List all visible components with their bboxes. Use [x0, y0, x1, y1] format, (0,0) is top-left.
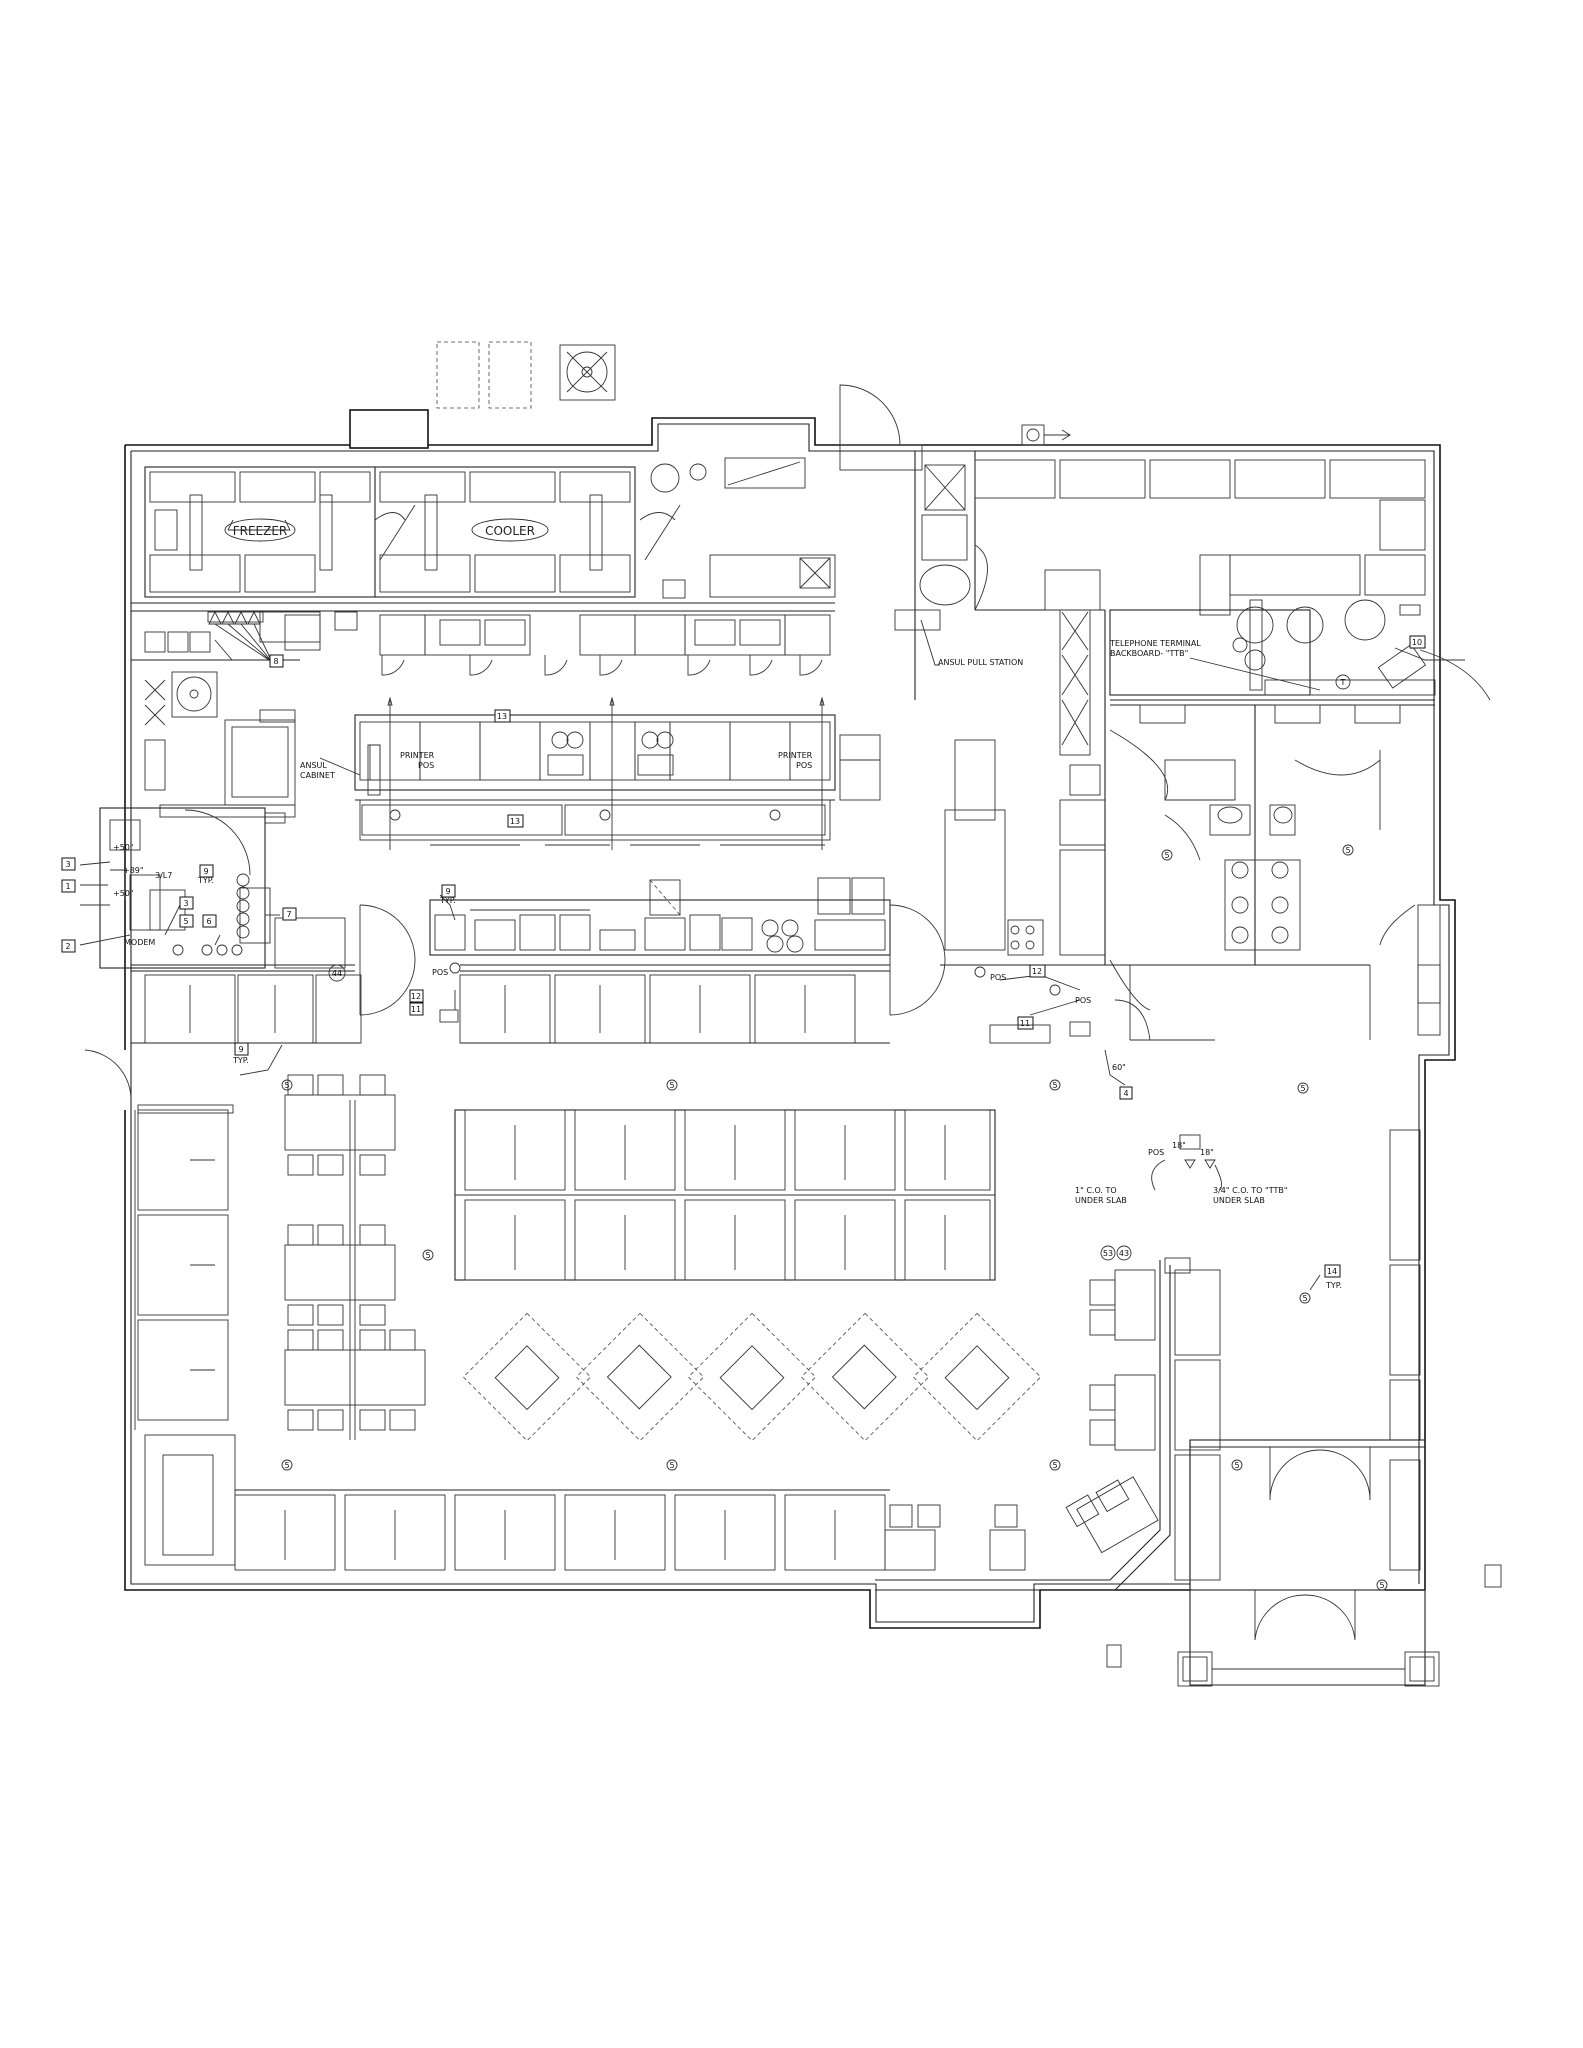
front-service-line: [429, 877, 891, 956]
cleanout-2-line1: 3/4" C.O. TO "TTB": [1213, 1186, 1288, 1195]
four-top-tables: [462, 1312, 1042, 1442]
keynote-tag: 9: [238, 1045, 243, 1054]
typ-label: TYP.: [197, 876, 214, 885]
outlet-label: 5: [1052, 1461, 1057, 1470]
outlet-label: 5: [1379, 1581, 1384, 1590]
cleanout-2-line2: UNDER SLAB: [1213, 1196, 1265, 1205]
restrooms: [1105, 599, 1491, 1041]
keynote-tag: 5: [183, 917, 188, 926]
keynote-tag: 13: [497, 712, 507, 721]
equipment-tag: 43: [1119, 1249, 1129, 1258]
keynote-tag: 7: [286, 910, 291, 919]
walk-in-area: FREEZER COOLER: [144, 466, 681, 598]
exterior-walls: [124, 417, 1456, 1687]
outlet-label: 5: [1345, 846, 1350, 855]
reference-label: 3/L7: [155, 871, 172, 880]
cook-line: [354, 696, 881, 850]
equipment-tag: T: [1340, 678, 1346, 687]
keynote-tag: 3: [183, 899, 188, 908]
cleanout-1-line1: 1" C.O. TO: [1075, 1186, 1117, 1195]
keynote-tag: 11: [411, 1005, 421, 1014]
cleanout-1-line2: UNDER SLAB: [1075, 1196, 1127, 1205]
dimension-label: 18": [1200, 1148, 1214, 1157]
outlet-label: 5: [669, 1081, 674, 1090]
kitchen: [99, 451, 1426, 1044]
keynote-tag: 13: [510, 817, 520, 826]
outlet-label: 5: [284, 1081, 289, 1090]
printer-pos-left-line1: PRINTER: [400, 751, 435, 760]
exterior-equipment: [349, 341, 1502, 1668]
dining-area: [84, 1049, 1425, 1641]
keynote-tag: 14: [1327, 1267, 1337, 1276]
pos-symbols: [439, 962, 1216, 1169]
counter-row: [131, 904, 946, 1044]
keynote-tag: 2: [65, 942, 70, 951]
keynote-tag: 10: [1412, 638, 1422, 647]
keynote-tag: 11: [1020, 1019, 1030, 1028]
bar-counter: [875, 1129, 1425, 1641]
ansul-pull-station-label: ANSUL PULL STATION: [938, 658, 1023, 667]
keynote-tag: 8: [273, 657, 278, 666]
typ-label: TYP.: [439, 896, 456, 905]
dimension-label: +50": [113, 889, 134, 898]
keynote-tag: 9: [203, 867, 208, 876]
keynote-tag: 4: [1123, 1089, 1128, 1098]
dimension-label: 18": [1172, 1141, 1186, 1150]
outlet-label: 5: [1234, 1461, 1239, 1470]
pos-label: POS: [1075, 996, 1091, 1005]
keynote-tag: 3: [65, 860, 70, 869]
cooler-label: COOLER: [485, 524, 535, 538]
printer-pos-left-line2: POS: [418, 761, 434, 770]
equipment-tag: 44: [332, 969, 342, 978]
ansul-tags: [207, 610, 321, 663]
outlet-label: 5: [1164, 851, 1169, 860]
freezer-label: FREEZER: [233, 524, 288, 538]
printer-pos-right-line2: POS: [796, 761, 812, 770]
outlet-label: 5: [1300, 1084, 1305, 1093]
outlet-label: 5: [1052, 1081, 1057, 1090]
ansul-cabinet-label-line1: ANSUL: [300, 761, 327, 770]
telephone-label-line1: TELEPHONE TERMINAL: [1109, 639, 1201, 648]
printer-pos-right-line1: PRINTER: [778, 751, 813, 760]
keynote-tag: 1: [65, 882, 70, 891]
outlet-label: 5: [669, 1461, 674, 1470]
outlet-label: 5: [1302, 1294, 1307, 1303]
keynote-tags: 3 1 2 3 5 6 7 8 9 9 9 10 11 11 12 12 13 …: [61, 635, 1426, 1278]
back-prep-area: [894, 451, 1426, 966]
keynote-tag: 6: [206, 917, 211, 926]
dimension-label: 60": [1112, 1063, 1126, 1072]
leader-lines: [79, 619, 1465, 1291]
pos-label: POS: [1148, 1148, 1164, 1157]
ansul-cabinet-label-line2: CABINET: [300, 771, 335, 780]
keynote-tag: 12: [411, 992, 421, 1001]
outlet-label: 5: [284, 1461, 289, 1470]
modem-label: MODEM: [124, 938, 155, 947]
annotation-labels: ANSUL PULL STATION TELEPHONE TERMINAL BA…: [113, 639, 1351, 1290]
typ-label: TYP.: [1325, 1281, 1342, 1290]
fryer-line: [379, 614, 831, 676]
keynote-tag: 9: [445, 887, 450, 896]
pos-label: POS: [990, 973, 1006, 982]
keynote-tag: 12: [1032, 967, 1042, 976]
outlet-label: 5: [425, 1251, 430, 1260]
telephone-label-line2: BACKBOARD- "TTB": [1110, 649, 1188, 658]
back-door: [839, 384, 923, 471]
interior-doors: [359, 905, 1151, 1041]
outlet-symbols: 5 5 5 5 5 5 5 5 5 5 5 5 5: [281, 844, 1388, 1591]
pos-label: POS: [432, 968, 448, 977]
dimension-label: +50": [113, 843, 134, 852]
typ-label: TYP.: [232, 1056, 249, 1065]
dimension-label: +89": [123, 866, 144, 875]
office: [99, 807, 346, 969]
equipment-tag: 53: [1103, 1249, 1113, 1258]
